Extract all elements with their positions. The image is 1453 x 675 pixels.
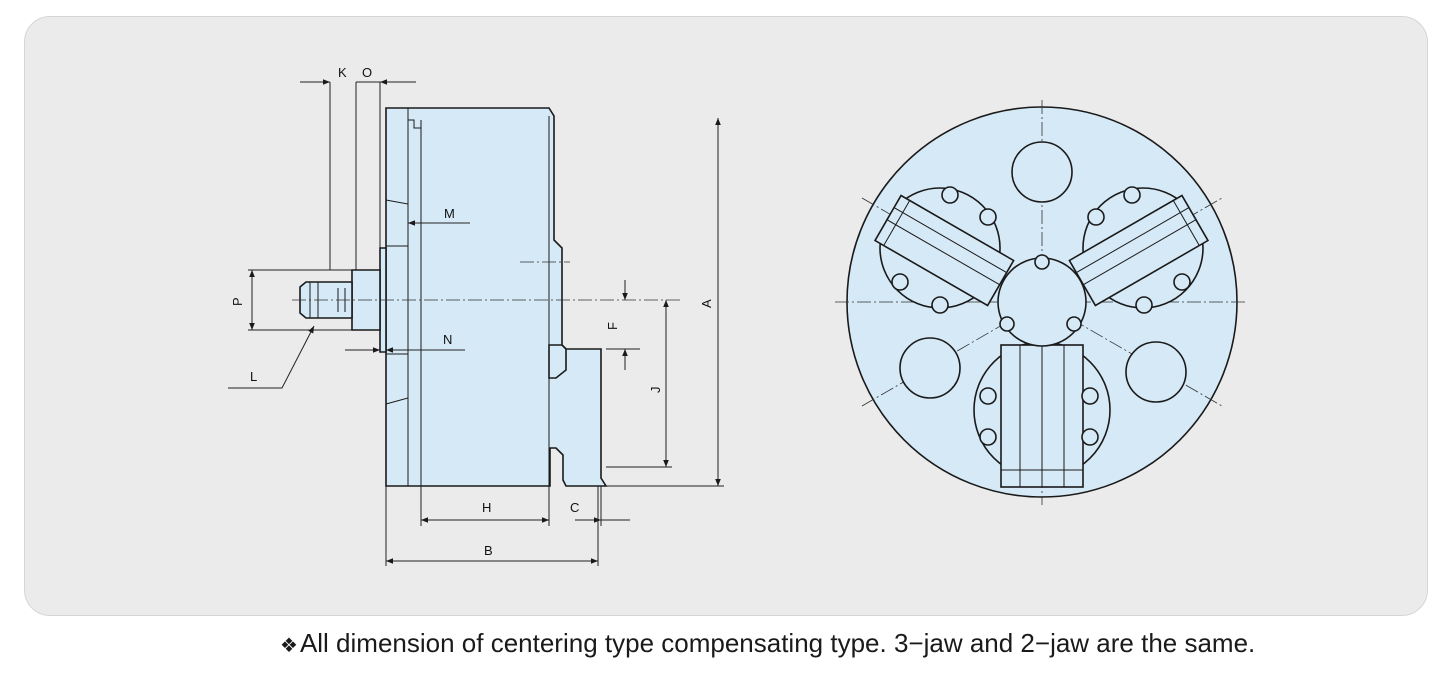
label-k: K [338,65,347,80]
mount-hole-top [1011,141,1073,203]
hub-hole-top [1034,254,1050,270]
label-o: O [362,65,372,80]
back-step [548,344,567,379]
diamond-bullet-icon: ❖ [280,635,298,657]
hub-hole-left [999,316,1015,332]
mount-hole-left [899,337,961,399]
label-p: P [230,297,245,306]
bolt-holes [891,186,1191,446]
label-m: M [444,206,455,221]
label-b: B [484,543,493,558]
face-step [408,119,421,129]
caption-note: ❖All dimension of centering type compens… [280,628,1255,659]
label-n: N [443,332,452,347]
jaw-left [873,194,1015,307]
label-c: C [570,500,579,515]
label-j: J [648,387,663,394]
label-a: A [699,299,714,308]
mount-hole-right [1125,341,1187,403]
jaw-bottom [1000,344,1084,488]
center-hub [997,257,1087,347]
label-l: L [250,369,257,384]
caption-text: All dimension of centering type compensa… [299,628,1256,658]
front-view [835,100,1245,505]
label-f: F [605,322,620,330]
chuck-body [385,107,608,487]
hub-hole-right [1066,316,1082,332]
label-h: H [482,500,491,515]
leader-l [228,325,315,389]
side-view: K O M N P L F J A [228,65,724,566]
jaw-slot-lower [385,353,409,405]
